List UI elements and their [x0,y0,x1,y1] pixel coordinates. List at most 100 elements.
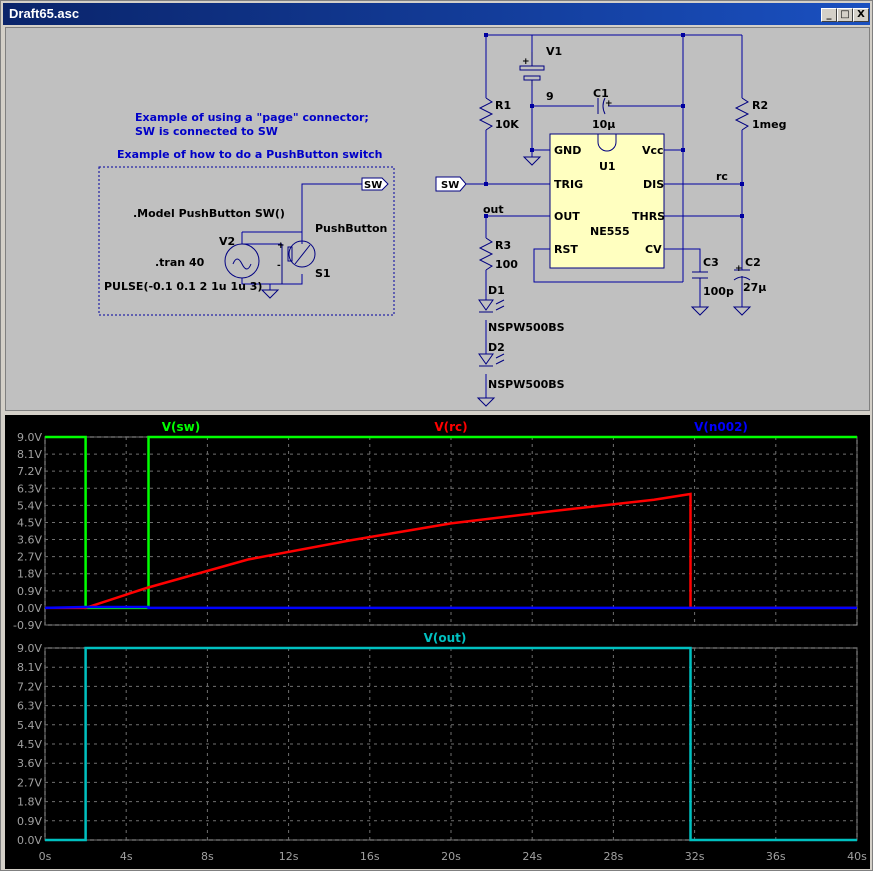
waveform-pane-bottom[interactable]: 9.0V8.1V7.2V6.3V5.4V4.5V3.6V2.7V1.8V0.9V… [17,631,867,863]
y-tick-label: 3.6V [17,534,42,547]
legend-label[interactable]: V(out) [424,631,467,645]
note-sw-connected: SW is connected to SW [135,125,278,138]
y-tick-label: 0.9V [17,585,42,598]
series-vn002-trace[interactable] [44,605,857,610]
x-tick-label: 12s [279,850,299,863]
waveform-pane-top[interactable]: 9.0V8.1V7.2V6.3V5.4V4.5V3.6V2.7V1.8V0.9V… [13,420,858,632]
v1-plus-sign: + [522,57,530,67]
pin-trig-label: TRIG [554,178,583,191]
r2-value: 1meg [752,118,786,131]
y-tick-label: 7.2V [17,680,42,693]
s1-plus-sign: + [277,241,285,251]
v1-battery-symbol[interactable] [519,52,545,86]
s1-switch-symbol[interactable] [288,240,316,268]
x-tick-label: 0s [39,850,52,863]
pushbutton-example-box [98,166,395,316]
c1-label: C1 [593,87,609,100]
c2-plus-sign: + [735,264,743,274]
x-tick-label: 28s [604,850,624,863]
title-bar[interactable]: Draft65.asc _ □ X [3,3,870,25]
ground-symbol [260,289,280,299]
tran-directive: .tran 40 [155,256,205,269]
y-tick-label: 6.3V [17,700,42,713]
series-vrc-trace[interactable] [45,492,857,610]
sine-icon [232,258,252,270]
pin-rst-label: RST [554,243,578,256]
u1-label: U1 [599,160,616,173]
x-tick-label: 4s [120,850,133,863]
u1-ne555-chip[interactable] [549,133,665,269]
y-tick-label: 5.4V [17,499,42,512]
y-tick-label: -0.9V [13,619,42,632]
r3-value: 100 [495,258,518,271]
maximize-button[interactable]: □ [837,8,853,22]
pin-out-label: OUT [554,210,580,223]
d1-led[interactable] [478,299,505,313]
pin-cv-label: CV [645,243,662,256]
y-tick-label: 1.8V [17,796,42,809]
ground-symbol [732,306,752,316]
switch-blade-icon [294,244,311,265]
legend-label[interactable]: V(sw) [162,420,200,434]
y-tick-label: 2.7V [17,776,42,789]
r2-label: R2 [752,99,768,112]
y-tick-label: 0.0V [17,602,42,615]
sw-pushbutton-flag[interactable] [361,177,389,191]
series-vout-trace[interactable] [45,646,857,842]
pin-thrs-label: THRS [632,210,665,223]
r2-resistor[interactable] [734,97,750,131]
c3-capacitor[interactable] [692,271,708,282]
c1-capacitor[interactable] [597,97,606,115]
x-tick-label: 24s [522,850,542,863]
x-tick-label: 36s [766,850,786,863]
sw-trig-flag-label: SW [441,180,459,191]
y-tick-label: 7.2V [17,465,42,478]
x-tick-label: 32s [685,850,705,863]
schematic-canvas[interactable]: V1 9 C1 10µ R1 10K R2 1meg R3 100 C2 27µ… [6,28,870,411]
y-tick-label: 1.8V [17,568,42,581]
pulse-value: PULSE(-0.1 0.1 2 1u 1u 3) [104,280,262,293]
s1-label: S1 [315,267,331,280]
r3-resistor[interactable] [478,237,494,271]
d2-value: NSPW500BS [488,378,565,391]
close-button[interactable]: X [853,8,869,22]
pin-vcc-label: Vcc [642,144,664,157]
v2-source-symbol[interactable] [224,243,260,279]
y-tick-label: 5.4V [17,719,42,732]
c1-value: 10µ [592,118,615,131]
legend-label[interactable]: V(rc) [434,420,467,434]
y-tick-label: 0.9V [17,815,42,828]
c2-label: C2 [745,256,761,269]
model-directive: .Model PushButton SW() [133,207,285,220]
c2-capacitor[interactable] [733,269,751,286]
net-out-label: out [483,203,504,216]
y-tick-label: 2.7V [17,551,42,564]
legend-label[interactable]: V(n002) [694,420,748,434]
pin-dis-label: DIS [643,178,664,191]
note-pushbutton: Example of how to do a PushButton switch [117,148,382,161]
v2-label: V2 [219,235,235,248]
pushbutton-label: PushButton [315,222,387,235]
r1-resistor[interactable] [478,97,494,131]
r1-label: R1 [495,99,511,112]
y-tick-label: 8.1V [17,448,42,461]
d2-label: D2 [488,341,505,354]
ground-symbol [522,156,542,166]
d1-value: NSPW500BS [488,321,565,334]
y-tick-label: 9.0V [17,431,42,444]
schematic-editor[interactable]: V1 9 C1 10µ R1 10K R2 1meg R3 100 C2 27µ… [5,27,870,411]
r3-label: R3 [495,239,511,252]
d1-label: D1 [488,284,505,297]
v1-label: V1 [546,45,562,58]
s1-minus-sign: - [277,261,281,271]
y-tick-label: 3.6V [17,757,42,770]
x-tick-label: 8s [201,850,214,863]
minimize-button[interactable]: _ [821,8,837,22]
window-title: Draft65.asc [9,6,80,21]
d2-led[interactable] [478,353,505,367]
y-tick-label: 9.0V [17,642,42,655]
sw-trig-flag[interactable] [435,176,467,192]
waveform-canvas[interactable]: 9.0V8.1V7.2V6.3V5.4V4.5V3.6V2.7V1.8V0.9V… [5,415,870,869]
